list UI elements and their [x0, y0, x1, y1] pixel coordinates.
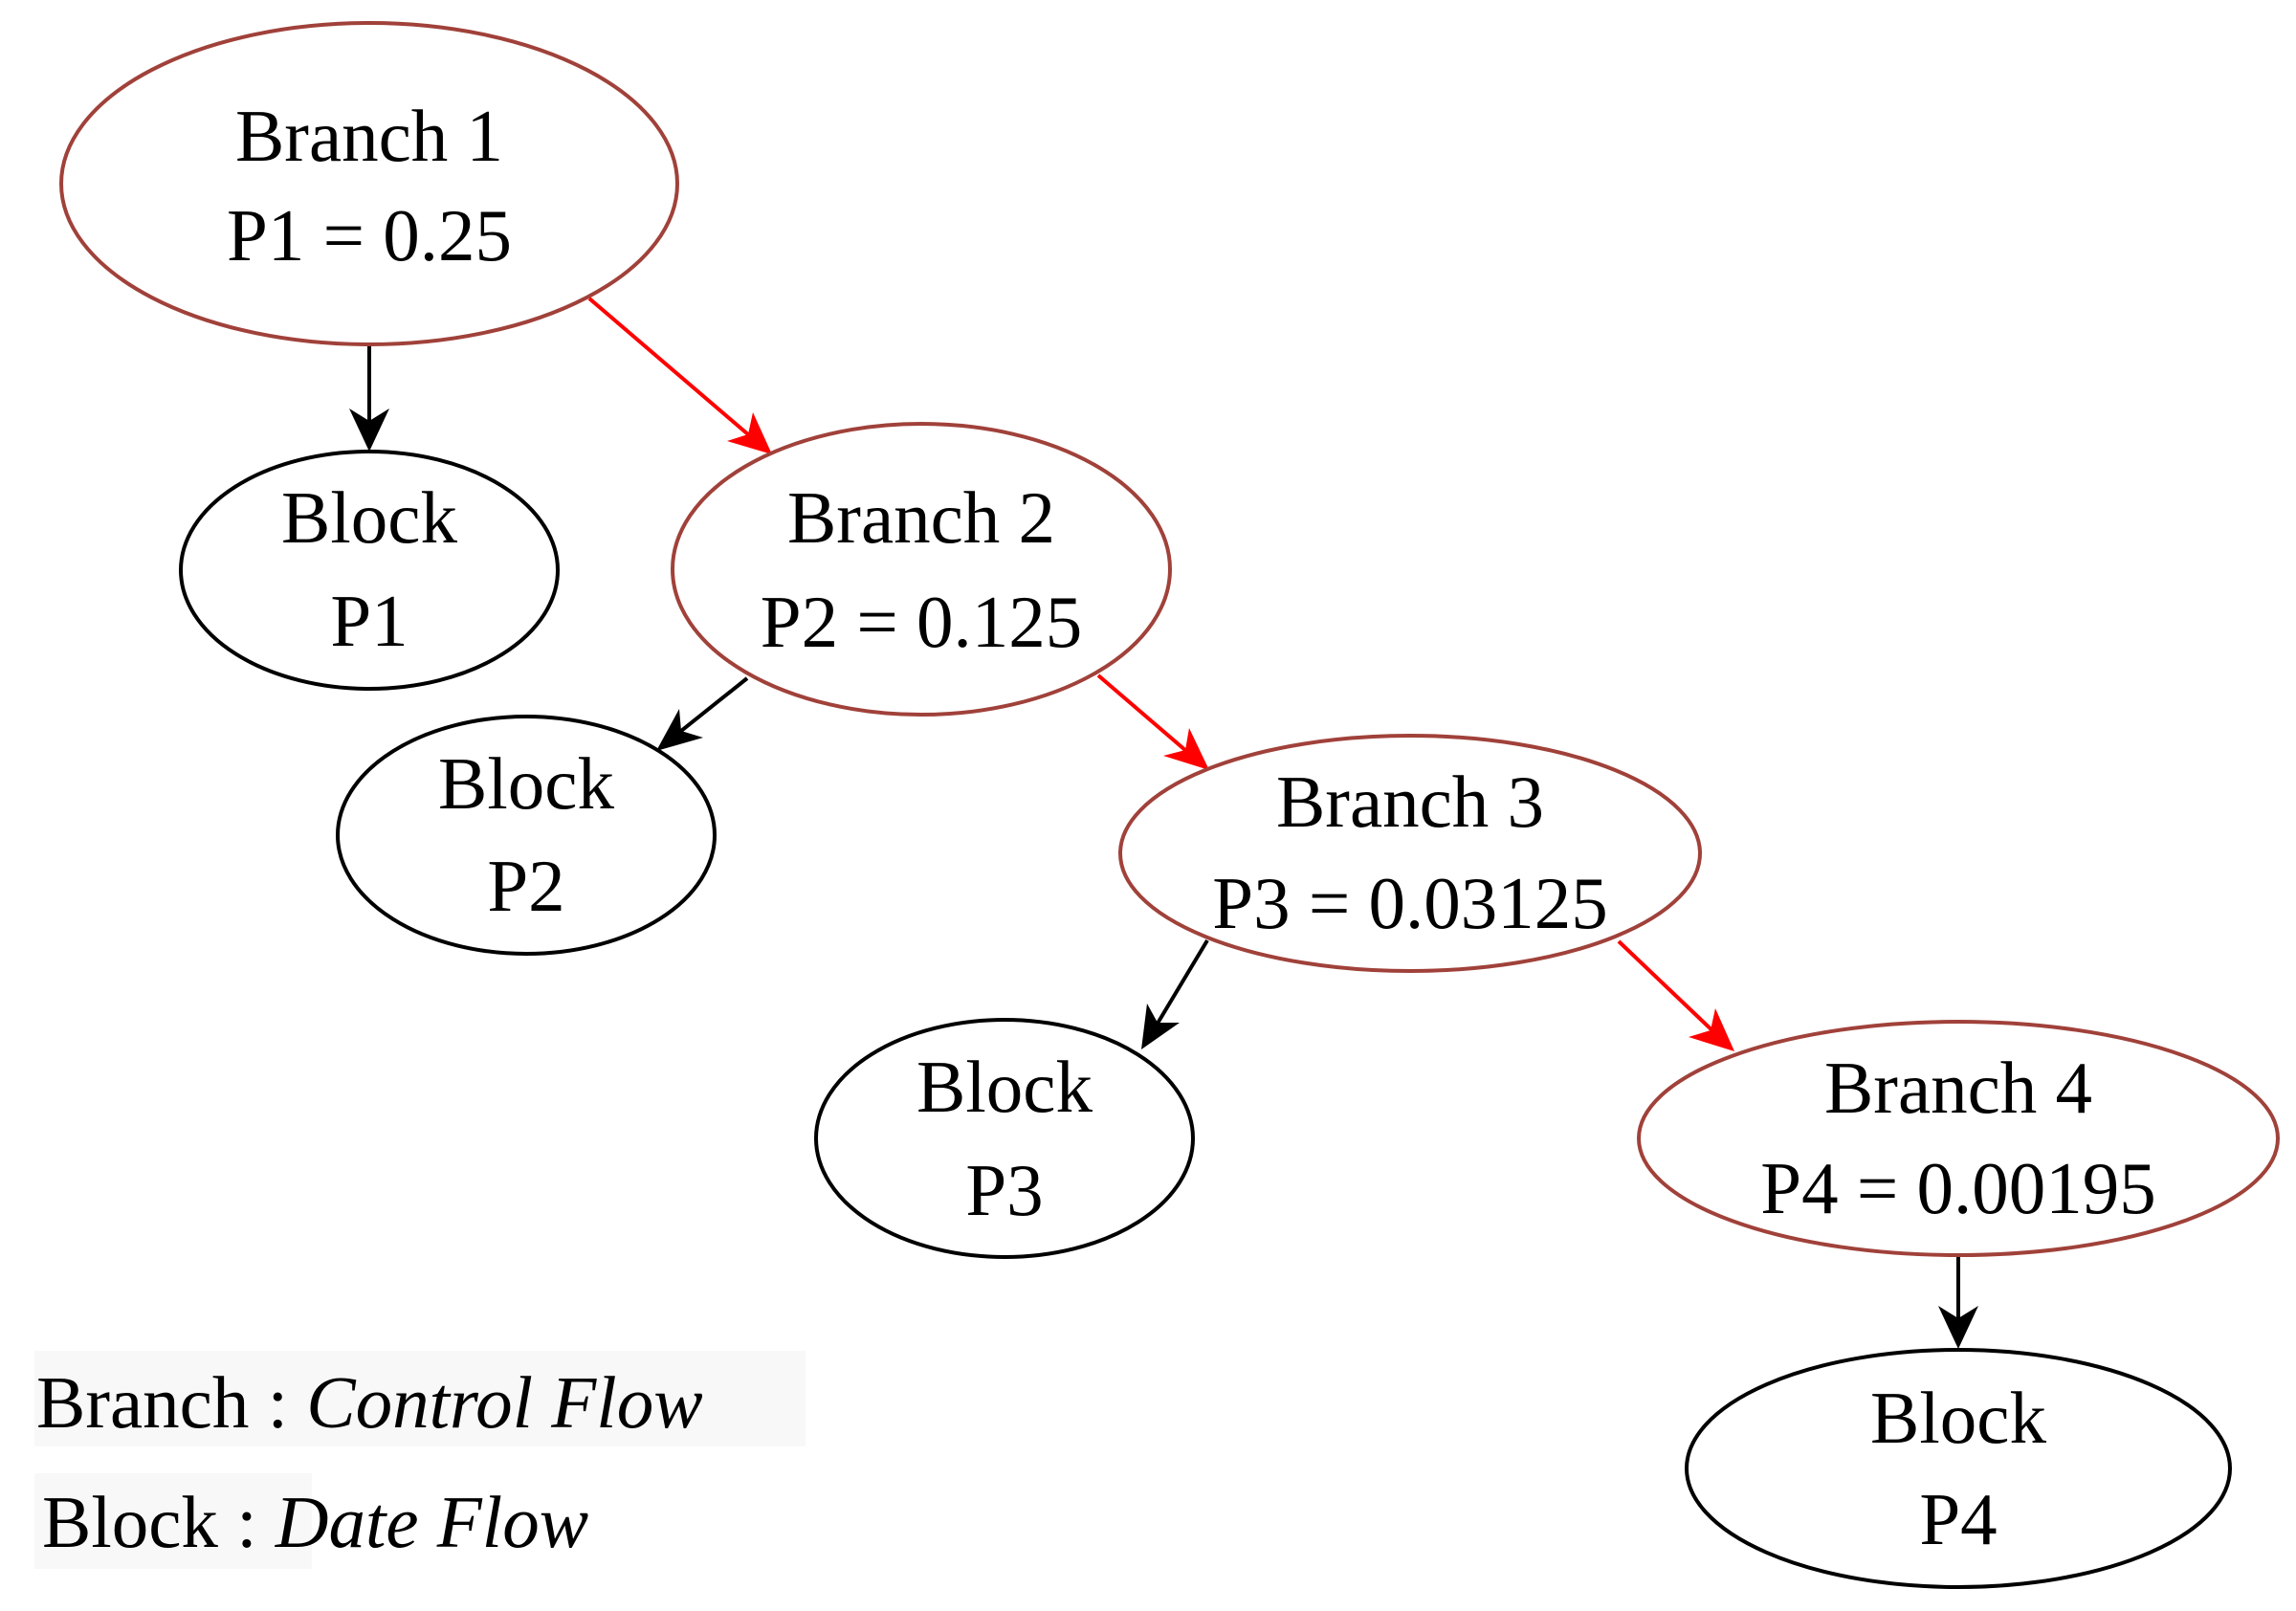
branch-2-title: Branch 2	[787, 476, 1055, 559]
edge-branch3-to-branch4	[1617, 939, 1734, 1051]
branch-3-probability: P3 = 0.03125	[1212, 862, 1608, 944]
legend-branch-background	[34, 1351, 806, 1446]
branch-node-4: Branch 4 P4 = 0.00195	[1637, 1020, 2280, 1257]
edge-branch1-to-block1	[349, 344, 389, 452]
edge-branch4-to-block4	[1938, 1253, 1978, 1349]
legend-block: Block : Date Flow	[42, 1486, 588, 1559]
block-3-title: Block	[916, 1046, 1093, 1128]
edge-branch3-to-block3	[1141, 938, 1209, 1049]
block-1-label: P1	[330, 580, 408, 662]
legend-branch-separator: :	[249, 1361, 307, 1444]
block-node-1: Block P1	[179, 450, 560, 691]
branch-node-1: Branch 1 P1 = 0.25	[59, 21, 679, 346]
branch-1-title: Branch 1	[235, 95, 503, 177]
block-1-title: Block	[281, 476, 457, 559]
branch-1-probability: P1 = 0.25	[227, 194, 512, 276]
legend-branch-description: Control Flow	[306, 1361, 703, 1444]
block-4-title: Block	[1870, 1377, 2046, 1459]
branch-4-probability: P4 = 0.00195	[1760, 1147, 2156, 1229]
block-node-3: Block P3	[814, 1018, 1195, 1259]
legend-branch-term: Branch	[36, 1361, 250, 1444]
block-3-label: P3	[965, 1149, 1043, 1231]
branch-2-probability: P2 = 0.125	[761, 581, 1083, 663]
block-4-label: P4	[1919, 1478, 1997, 1560]
legend-branch: Branch : Control Flow	[36, 1366, 703, 1440]
block-node-2: Block P2	[336, 715, 717, 956]
branch-3-title: Branch 3	[1276, 761, 1544, 843]
branch-node-2: Branch 2 P2 = 0.125	[671, 422, 1172, 717]
edge-branch2-to-block2	[656, 676, 749, 751]
legend-block-description: Date Flow	[275, 1481, 589, 1563]
block-node-4: Block P4	[1685, 1348, 2232, 1589]
branch-node-3: Branch 3 P3 = 0.03125	[1118, 734, 1702, 973]
legend-block-background	[34, 1473, 312, 1569]
branch-4-title: Branch 4	[1824, 1047, 2092, 1129]
legend-block-term: Block	[42, 1481, 218, 1563]
block-2-title: Block	[438, 742, 614, 825]
edge-branch2-to-branch3	[1096, 673, 1209, 770]
legend-block-separator: :	[217, 1481, 276, 1563]
edge-branch1-to-branch2	[587, 297, 772, 454]
block-2-label: P2	[487, 845, 564, 927]
